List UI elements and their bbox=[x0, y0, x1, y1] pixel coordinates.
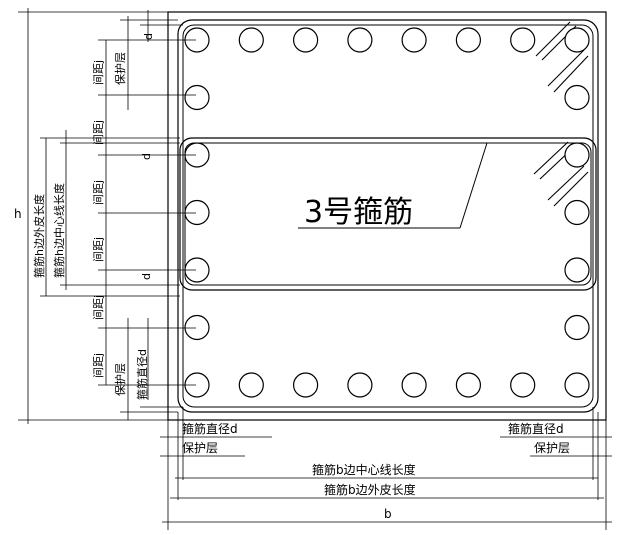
label-h-center-length: 箍筋h边中心线长度 bbox=[52, 183, 66, 278]
title-leader bbox=[459, 142, 488, 229]
rebar-circle bbox=[564, 142, 590, 168]
label-b-center-length: 箍筋b边中心线长度 bbox=[312, 462, 416, 477]
label-spacing-4: 间距j bbox=[92, 237, 105, 262]
label-cover-bl: 保护层 bbox=[182, 441, 218, 455]
label-cover-br: 保护层 bbox=[534, 441, 570, 455]
stirrup-3 bbox=[179, 137, 597, 291]
rebar-circle bbox=[564, 27, 590, 53]
label-spacing-3: 间距j bbox=[92, 180, 105, 205]
rebar-circle bbox=[510, 372, 536, 398]
label-spacing-5: 间距j bbox=[92, 295, 105, 320]
label-d-mid1: d bbox=[140, 153, 153, 160]
rebar-circle bbox=[293, 27, 319, 53]
label-h-outer-length: 箍筋h边外皮长度 bbox=[32, 194, 46, 278]
rebar-circle bbox=[455, 372, 481, 398]
label-stirrup-diameter-bl: 箍筋直径d bbox=[182, 421, 238, 436]
rebar-circle bbox=[564, 199, 590, 226]
rebar-circle bbox=[510, 27, 536, 53]
label-h: h bbox=[14, 207, 22, 221]
stirrup-title: 3号箍筋 bbox=[304, 195, 413, 230]
rebar-circle bbox=[347, 372, 373, 398]
rebar-circle bbox=[564, 257, 590, 283]
label-cover-top: 保护层 bbox=[113, 52, 127, 85]
column-section-outline bbox=[167, 11, 607, 421]
rebar-circle bbox=[401, 372, 427, 398]
rebar-circle bbox=[184, 199, 210, 226]
rebar-circle bbox=[455, 27, 481, 53]
rebar-circle bbox=[401, 27, 427, 53]
label-stirrup-diameter-left: 箍筋直径d bbox=[135, 349, 149, 400]
label-spacing-1: 间距j bbox=[92, 60, 105, 85]
label-spacing-2: 间距j bbox=[92, 120, 105, 145]
label-b: b bbox=[384, 507, 392, 521]
rebar-circle bbox=[564, 84, 590, 111]
rebar-group bbox=[184, 27, 590, 398]
label-d-top: d bbox=[142, 33, 155, 40]
rebar-circle bbox=[347, 27, 373, 53]
label-spacing-6: 间距j bbox=[92, 353, 105, 378]
label-stirrup-diameter-br: 箍筋直径d bbox=[508, 421, 564, 436]
rebar-circle bbox=[564, 372, 590, 398]
rebar-circle bbox=[238, 372, 264, 398]
label-d-mid2: d bbox=[140, 273, 153, 280]
rebar-circle bbox=[293, 372, 319, 398]
rebar-circle bbox=[184, 314, 210, 341]
label-cover-bottom: 保护层 bbox=[113, 363, 127, 396]
label-b-outer-length: 箍筋b边外皮长度 bbox=[324, 482, 416, 497]
rebar-circle bbox=[238, 27, 264, 53]
outer-stirrup bbox=[177, 19, 599, 413]
outer-stirrup-inner-line bbox=[182, 24, 594, 408]
rebar-circle bbox=[564, 314, 590, 341]
rebar-circle bbox=[184, 84, 210, 111]
